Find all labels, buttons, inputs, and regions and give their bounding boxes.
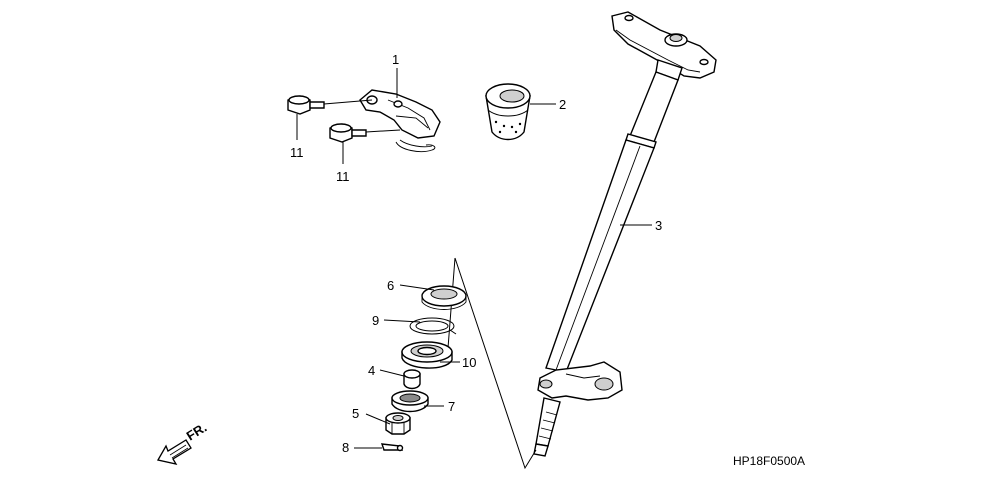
cotter-pin (380, 443, 404, 452)
callout-1: 1 (392, 52, 399, 67)
bolt-upper (287, 95, 373, 115)
callout-8: 8 (342, 440, 349, 455)
steering-shaft (533, 11, 717, 457)
callout-5: 5 (352, 406, 359, 421)
dust-seal (391, 390, 429, 413)
callout-11-lower: 11 (336, 169, 350, 184)
callout-10: 10 (462, 355, 476, 370)
callout-4: 4 (368, 363, 375, 378)
oil-seal (421, 285, 467, 310)
callout-9: 9 (372, 313, 379, 328)
diagram-code: HP18F0500A (733, 454, 805, 468)
circlip (409, 317, 457, 335)
holder (359, 89, 441, 153)
leader-lines (296, 68, 652, 449)
bolt-lower (329, 123, 401, 143)
front-direction-arrow: FR. (156, 420, 210, 465)
bushing (485, 83, 531, 141)
direction-label: FR. (184, 420, 210, 444)
callout-7: 7 (448, 399, 455, 414)
callout-11-upper: 11 (290, 145, 304, 160)
nut (385, 412, 411, 435)
collar (403, 369, 421, 390)
callout-3: 3 (655, 218, 662, 233)
callout-6: 6 (387, 278, 394, 293)
callout-2: 2 (559, 97, 566, 112)
bearing (401, 341, 453, 369)
